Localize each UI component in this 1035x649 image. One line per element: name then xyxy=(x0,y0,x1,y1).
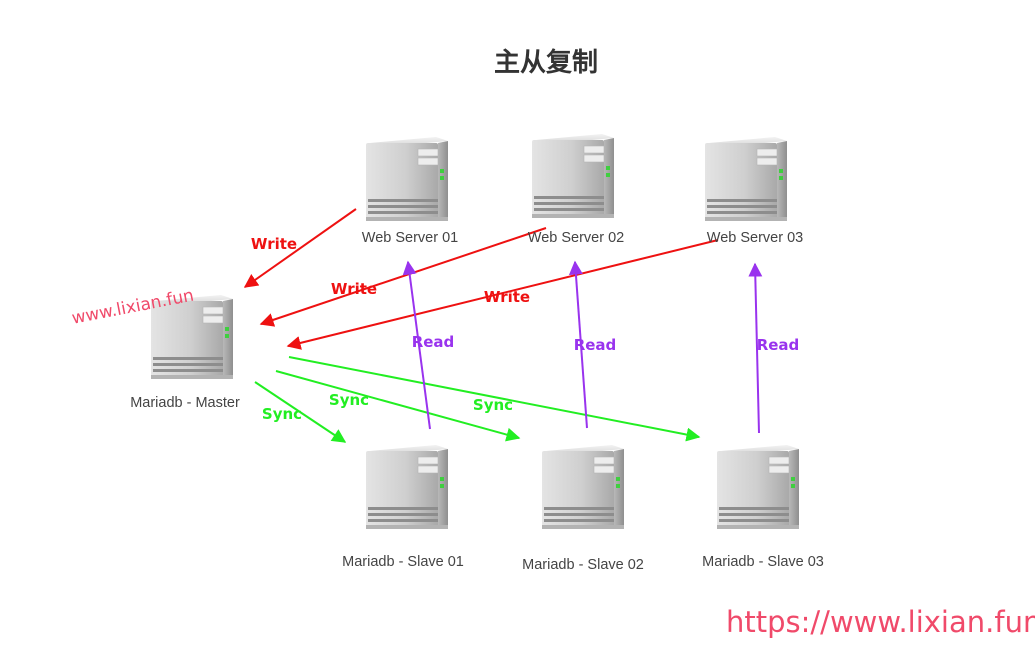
sync-label-02: Sync xyxy=(328,391,370,409)
write-label-03: Write xyxy=(483,288,531,306)
web-server-02-label: Web Server 02 xyxy=(527,230,625,246)
sync-arrow-02 xyxy=(275,370,521,442)
sync-arrow-03 xyxy=(288,356,701,442)
master-label: Mariadb - Master xyxy=(130,395,240,411)
write-arrow-01 xyxy=(243,208,357,288)
write-label-01: Write xyxy=(250,235,298,253)
web-server-01-icon xyxy=(365,136,449,222)
read-arrow-01 xyxy=(402,260,431,430)
write-label-02: Write xyxy=(330,280,378,298)
read-arrow-02 xyxy=(568,260,588,429)
write-arrow-03 xyxy=(286,239,719,350)
slave-03-server-icon xyxy=(716,444,800,530)
diagram-title: 主从复制 xyxy=(493,48,598,78)
web-server-02-icon xyxy=(531,133,615,219)
web-server-03-icon xyxy=(704,136,788,222)
read-label-02: Read xyxy=(573,336,617,354)
web-server-01-label: Web Server 01 xyxy=(361,230,459,246)
read-label-01: Read xyxy=(411,333,455,351)
slave-03-label: Mariadb - Slave 03 xyxy=(702,554,824,570)
sync-label-01: Sync xyxy=(261,405,303,423)
slave-01-server-icon xyxy=(365,444,449,530)
slave-02-label: Mariadb - Slave 02 xyxy=(522,557,644,573)
web-server-03-label: Web Server 03 xyxy=(706,230,804,246)
slave-02-server-icon xyxy=(541,444,625,530)
read-arrow-03 xyxy=(748,262,763,434)
slave-01-label: Mariadb - Slave 01 xyxy=(342,554,464,570)
sync-label-03: Sync xyxy=(472,396,514,414)
read-label-03: Read xyxy=(756,336,800,354)
write-arrow-02 xyxy=(259,227,547,327)
sync-arrow-01 xyxy=(254,381,347,443)
footer-url: https://www.lixian.fun xyxy=(726,605,1035,639)
